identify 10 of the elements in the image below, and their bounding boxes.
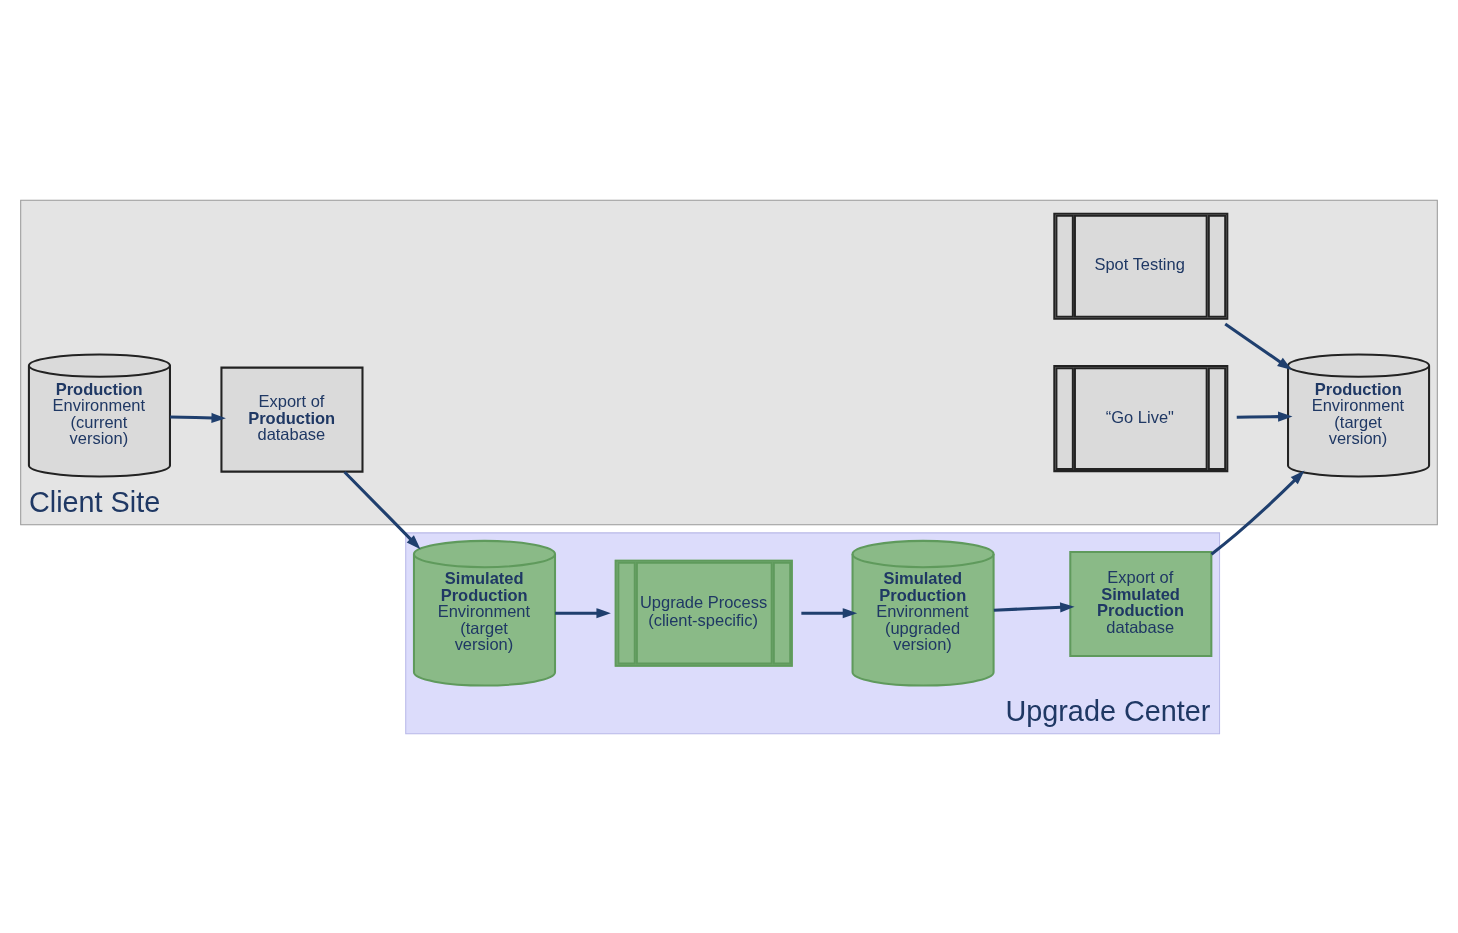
arrow (555, 607, 611, 618)
arrow (343, 470, 421, 549)
node-box: Export of Production database (220, 366, 364, 473)
arrow (993, 601, 1075, 612)
arrow (801, 607, 858, 618)
arrow (1236, 411, 1293, 422)
node-box: Export of Simulated Production database (1069, 550, 1213, 657)
arrow (1210, 470, 1305, 555)
arrow (170, 412, 226, 423)
arrow (1224, 322, 1292, 370)
